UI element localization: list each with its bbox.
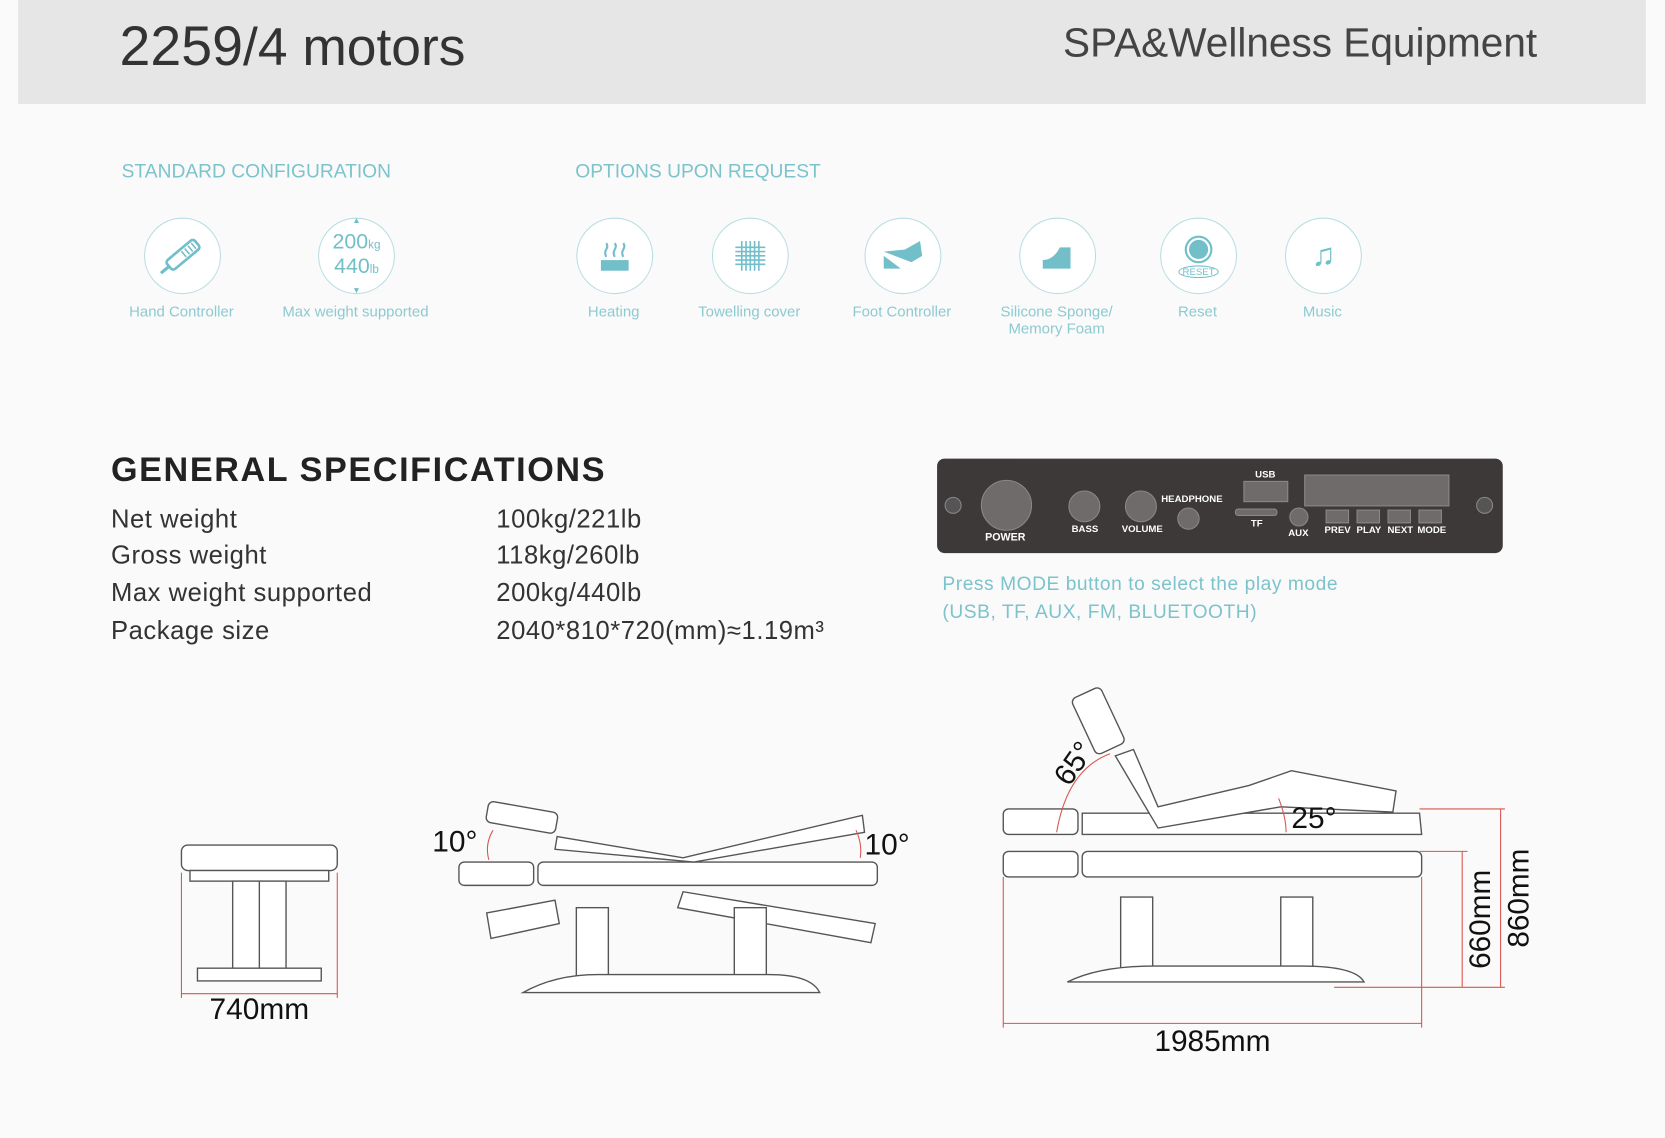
- headphone-label: HEADPHONE: [1161, 493, 1223, 505]
- height-dimension-lines: [1002, 808, 1505, 1028]
- volume-label: VOLUME: [1121, 523, 1163, 534]
- tilt-angle-left: 10°: [432, 825, 477, 858]
- music-icon: ♫: [1285, 217, 1362, 295]
- mode-label: MODE: [1417, 524, 1447, 536]
- spec-label: Net weight: [110, 505, 238, 534]
- next-label: NEXT: [1387, 524, 1414, 536]
- reset-icon: RESET: [1160, 217, 1238, 295]
- weight-icon: ▲ 200kg 440lb ▼: [318, 216, 395, 295]
- usb-port[interactable]: [1243, 480, 1289, 503]
- bass-label: BASS: [1071, 523, 1099, 534]
- screw-left-icon: [944, 496, 962, 514]
- max-height-value: 860mm: [1502, 849, 1535, 948]
- leg-angle-value: 25°: [1291, 802, 1336, 835]
- spec-row: Gross weight 118kg/260lb: [110, 541, 639, 571]
- prev-button[interactable]: [1325, 509, 1350, 524]
- foot-controller-icon: [864, 217, 942, 295]
- towel-label: Towelling cover: [698, 302, 801, 320]
- motor-count: /4 motors: [243, 16, 466, 77]
- max-weight-label: Max weight supported: [282, 302, 429, 320]
- spec-label: Gross weight: [110, 541, 267, 571]
- model-title: 2259/4 motors: [120, 15, 466, 79]
- width-dimension-line: [180, 872, 338, 998]
- aux-label: AUX: [1288, 527, 1309, 539]
- tf-label: TF: [1250, 518, 1263, 529]
- play-button[interactable]: [1356, 509, 1381, 524]
- music-control-panel: POWER BASS VOLUME HEADPHONE USB TF AUX P…: [937, 458, 1503, 554]
- aux-jack[interactable]: [1289, 507, 1309, 527]
- kg-unit: kg: [368, 238, 381, 252]
- specs-title: GENERAL SPECIFICATIONS: [110, 450, 607, 489]
- reset-label: Reset: [1177, 302, 1218, 320]
- sponge-label: Silicone Sponge/ Memory Foam: [1000, 302, 1113, 337]
- end-view-drawing: [180, 844, 338, 982]
- leg-angle-arc: [1278, 798, 1287, 833]
- screw-right-icon: [1476, 496, 1494, 514]
- next-button[interactable]: [1387, 509, 1411, 524]
- spec-value: 100kg/221lb: [496, 505, 642, 534]
- spec-value: 118kg/260lb: [496, 541, 640, 571]
- spec-value: 200kg/440lb: [496, 578, 642, 608]
- volume-knob[interactable]: [1124, 490, 1157, 523]
- min-height-value: 660mm: [1464, 870, 1497, 969]
- power-label: POWER: [985, 531, 1026, 544]
- bass-knob[interactable]: [1068, 490, 1101, 523]
- back-angle-arc: [1056, 753, 1111, 833]
- weight-kg: 200: [332, 230, 369, 254]
- spec-label: Max weight supported: [110, 578, 373, 608]
- width-value: 740mm: [210, 993, 310, 1026]
- tilt-arc-left: [486, 829, 494, 861]
- heating-icon: [576, 217, 654, 295]
- play-label: PLAY: [1356, 524, 1382, 536]
- towel-icon: [711, 217, 789, 295]
- options-title: OPTIONS UPON REQUEST: [575, 160, 821, 182]
- spec-label: Package size: [110, 616, 270, 646]
- mode-button[interactable]: [1418, 509, 1442, 524]
- heating-label: Heating: [587, 302, 640, 320]
- headphone-jack[interactable]: [1177, 507, 1200, 530]
- prev-label: PREV: [1324, 524, 1351, 536]
- hand-controller-icon: [144, 217, 221, 295]
- foot-controller-label: Foot Controller: [852, 302, 952, 320]
- lb-unit: lb: [369, 263, 379, 277]
- reset-badge: RESET: [1178, 265, 1219, 279]
- weight-lb: 440: [334, 254, 370, 279]
- power-knob[interactable]: [980, 479, 1033, 531]
- length-value: 1985mm: [1154, 1025, 1270, 1058]
- caption-line-1: Press MODE button to select the play mod…: [942, 573, 1339, 595]
- header-band: [18, 0, 1646, 105]
- sponge-icon: [1019, 217, 1097, 295]
- category-title: SPA&Wellness Equipment: [1063, 21, 1538, 66]
- spec-row: Max weight supported 200kg/440lb: [110, 578, 641, 609]
- tf-slot[interactable]: [1234, 508, 1278, 516]
- hand-controller-label: Hand Controller: [129, 302, 234, 320]
- spec-value: 2040*810*720(mm)≈1.19m³: [496, 616, 825, 646]
- usb-label: USB: [1255, 469, 1276, 480]
- tilt-arc-right: [855, 829, 862, 858]
- caption-line-2: (USB, TF, AUX, FM, BLUETOOTH): [942, 600, 1258, 623]
- music-label: Music: [1302, 302, 1342, 320]
- spec-row: Net weight 100kg/221lb: [110, 505, 641, 535]
- tilt-angle-right: 10°: [865, 829, 910, 862]
- spec-row: Package size 2040*810*720(mm)≈1.19m³: [110, 616, 824, 647]
- model-number: 2259: [119, 15, 244, 78]
- standard-config-title: STANDARD CONFIGURATION: [121, 160, 391, 182]
- side-view-tilt-drawing: [458, 801, 879, 994]
- display-screen: [1304, 474, 1450, 507]
- side-view-recline-drawing: [1002, 687, 1423, 983]
